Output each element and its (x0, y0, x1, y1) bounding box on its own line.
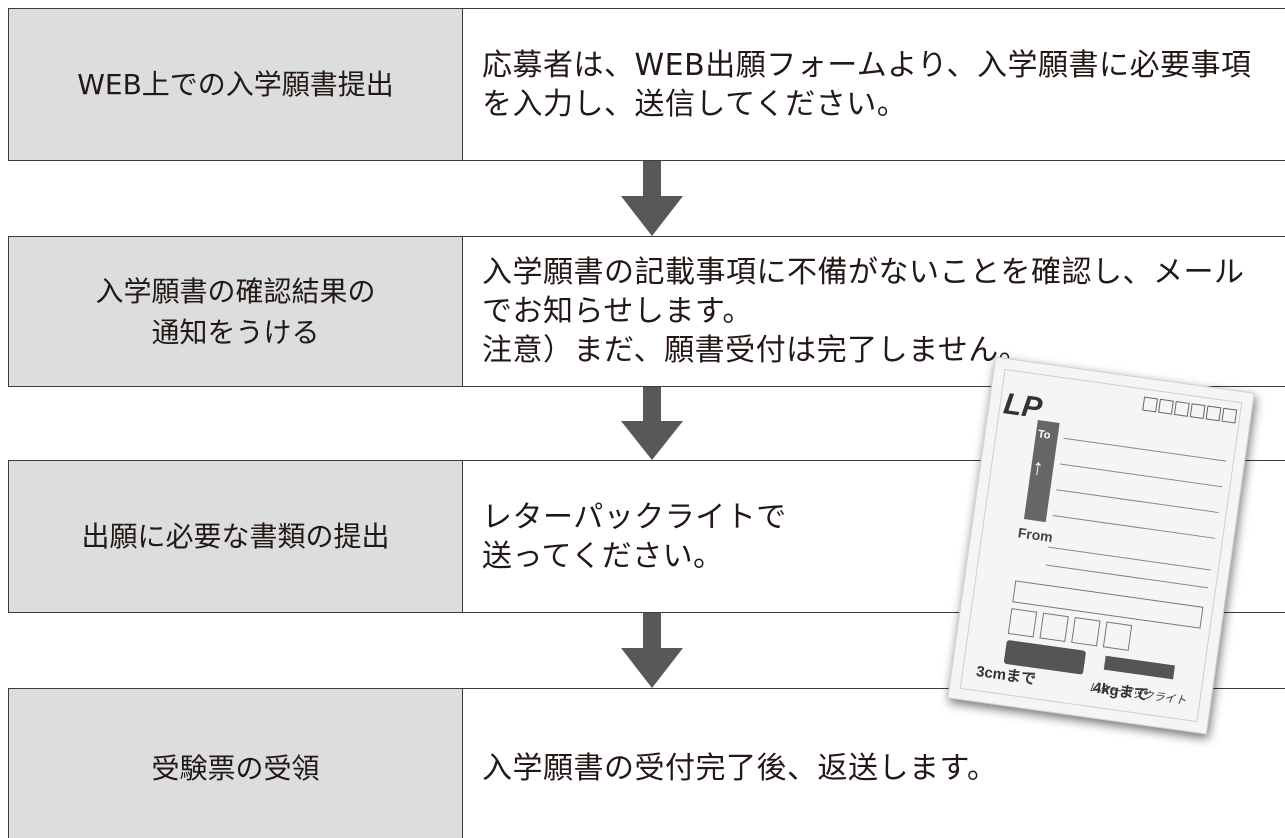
description-line: を入力し、送信してください。 (482, 86, 908, 122)
step-description: 入学願書の記載事項に不備がないことを確認し、メール でお知らせします。 注意）ま… (463, 237, 1285, 386)
down-arrow-icon (621, 387, 683, 460)
step-web-application: WEB上での入学願書提出 応募者は、WEB出願フォームより、入学願書に必要事項 … (8, 8, 1285, 161)
to-label: To (1037, 428, 1052, 442)
letter-pack-light-image: LP To ↑ From 3cmまで 4kgまで レターパックライト (947, 356, 1255, 735)
down-arrow-icon (621, 161, 683, 236)
step-description: レターパックライトで 送ってください。 (463, 461, 1285, 612)
step-title: 出願に必要な書類の提出 (9, 461, 463, 612)
description-line: でお知らせします。 (482, 294, 753, 329)
description-line: 注意）まだ、願書受付は完了しません。 (482, 333, 1030, 368)
step-confirmation-notice: 入学願書の確認結果の 通知をうける 入学願書の記載事項に不備がないことを確認し、… (8, 236, 1285, 387)
step-receive-exam-ticket: 受験票の受領 入学願書の受付完了後、返送します。 (8, 688, 1285, 838)
down-arrow-icon (621, 613, 683, 688)
description-line: 送ってください。 (482, 538, 724, 574)
description-line: 入学願書の受付完了後、返送します。 (482, 750, 998, 786)
step-description: 入学願書の受付完了後、返送します。 (463, 689, 1285, 838)
step-description: 応募者は、WEB出願フォームより、入学願書に必要事項 を入力し、送信してください… (463, 9, 1285, 160)
description-line: 入学願書の記載事項に不備がないことを確認し、メール (482, 255, 1245, 290)
description-line: レターパックライトで (482, 499, 787, 535)
step-title: 受験票の受領 (9, 689, 463, 838)
step-title: WEB上での入学願書提出 (9, 9, 463, 160)
description-line: 応募者は、WEB出願フォームより、入学願書に必要事項 (482, 47, 1252, 83)
step-title: 入学願書の確認結果の 通知をうける (9, 237, 463, 386)
